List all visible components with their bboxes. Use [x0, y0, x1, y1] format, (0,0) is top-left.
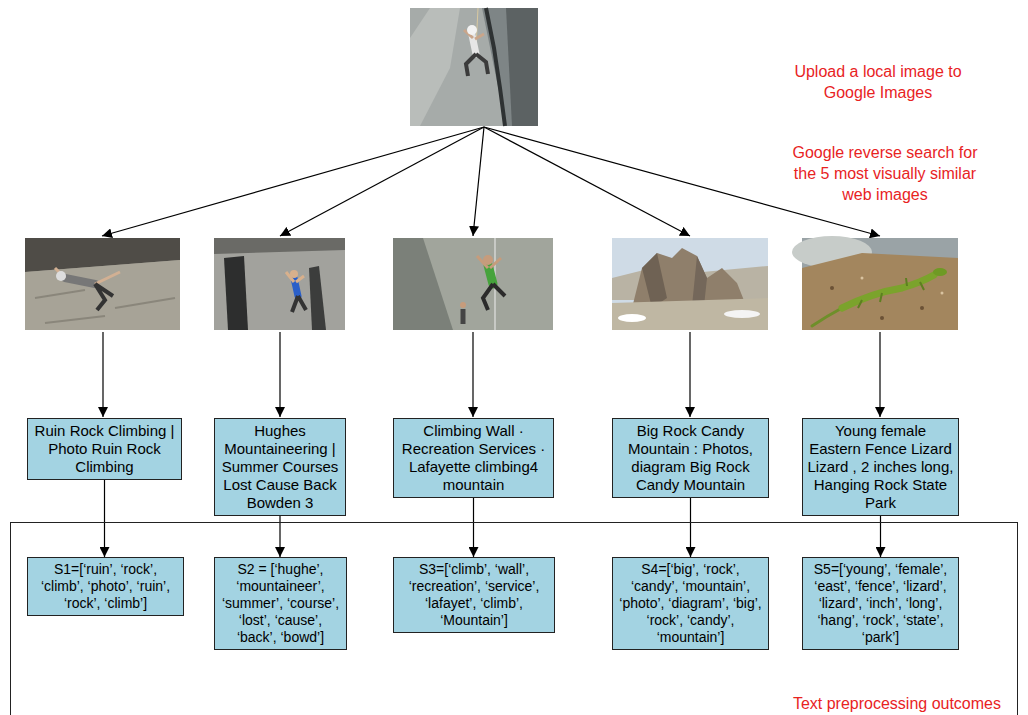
similar-photo-part [35, 290, 175, 323]
similar-photo-part [632, 248, 747, 308]
caption-box: Ruin Rock Climbing | Photo Ruin Rock Cli… [27, 418, 182, 480]
token-list-box: S4=[‘big’, ‘rock’, ‘candy’, ‘mountain’, … [612, 557, 769, 650]
node-text: Ruin Rock Climbing | Photo Ruin Rock Cli… [32, 422, 177, 476]
similar-photo-part [393, 238, 553, 330]
node-text: Hughes Mountaineering | Summer Courses L… [219, 422, 341, 512]
similar-photo-part [290, 270, 298, 278]
flow-arrow-part [879, 332, 880, 417]
similar-photo-part [95, 284, 113, 310]
flow-connector [104, 480, 105, 557]
flow-arrow-part [102, 127, 484, 236]
flow-arrow [102, 127, 880, 417]
similar-photo-part [309, 266, 326, 330]
similar-photo-part [55, 268, 120, 284]
flow-connector [473, 498, 474, 557]
query-photo-part [467, 25, 477, 35]
node-text: S2 = [‘hughe’, ‘mountaineer’, ‘summer’, … [219, 561, 342, 646]
similar-photo-part [612, 298, 768, 330]
node-text: Text preprocessing outcomes [11, 694, 1017, 713]
similar-photo [612, 238, 768, 330]
caption-box: Young female Eastern Fence Lizard Lizard… [802, 418, 959, 516]
flow-arrow-part [102, 332, 103, 417]
similar-photo [393, 238, 553, 330]
similar-photo-part [477, 256, 501, 268]
flow-arrow-part [280, 127, 484, 236]
similar-photo-part [214, 238, 345, 330]
flow-arrow-part [472, 332, 473, 417]
similar-photo-part [461, 309, 466, 324]
token-list-box: S1=[‘ruin’, ‘rock’, ‘climb’, ‘photo’, ‘r… [27, 557, 184, 616]
similar-photo-part [933, 268, 947, 276]
node-text: S4=[‘big’, ‘rock’, ‘candy’, ‘mountain’, … [617, 561, 764, 646]
similar-photo-part [214, 238, 345, 254]
similar-photo-part [842, 275, 934, 308]
similar-photo-part [642, 253, 667, 308]
similar-photo-part [920, 306, 924, 310]
query-photo [410, 8, 538, 126]
similar-photo [25, 238, 180, 330]
similar-photo-part [724, 310, 760, 318]
annotation: Google reverse search for the 5 most vis… [780, 143, 990, 205]
query-photo-part [410, 8, 460, 126]
similar-photo-part [692, 256, 707, 306]
similar-photo [792, 236, 958, 330]
token-list-box: S3=[‘climb’, ‘wall’, ‘recreation’, ‘serv… [393, 557, 555, 633]
flow-arrow-part [279, 332, 280, 417]
similar-photo-part [802, 253, 958, 330]
preprocessing-region: Text preprocessing outcomes S1=[‘ruin’, ‘… [10, 522, 1018, 715]
query-photo-part [506, 8, 538, 126]
similar-photo-part [423, 238, 553, 330]
flow-arrow-part [484, 127, 690, 236]
similar-photo-part [858, 278, 924, 308]
token-list-box: S2 = [‘hughe’, ‘mountaineer’, ‘summer’, … [214, 557, 347, 650]
query-photo-part [466, 54, 488, 76]
caption-box: Hughes Mountaineering | Summer Courses L… [214, 418, 346, 516]
node-text: Young female Eastern Fence Lizard Lizard… [807, 422, 954, 512]
query-photo-part [410, 8, 506, 126]
similar-photo-part [65, 278, 95, 284]
similar-photo-part [941, 292, 944, 295]
flow-connector [690, 498, 691, 557]
node-text: Climbing Wall · Recreation Services · La… [398, 422, 549, 494]
similar-photo-part [224, 256, 248, 330]
similar-photo-part [25, 238, 180, 330]
node-text: Big Rock Candy Mountain : Photos, diagra… [617, 422, 764, 494]
similar-photo-part [25, 260, 180, 330]
caption-box: Big Rock Candy Mountain : Photos, diagra… [612, 418, 769, 498]
similar-photo [214, 238, 345, 330]
query-photo-part [410, 8, 538, 126]
flow-arrow-part [473, 127, 484, 236]
similar-photo-part [460, 302, 466, 308]
node-text: S5=[‘young’, ‘female’, ‘east’, ‘fence’, … [807, 561, 954, 646]
node-text: S1=[‘ruin’, ‘rock’, ‘climb’, ‘photo’, ‘r… [32, 561, 179, 612]
similar-photo-part [830, 286, 834, 290]
annotation: Upload a local image to Google Images [776, 62, 980, 104]
node-text: S3=[‘climb’, ‘wall’, ‘recreation’, ‘serv… [398, 561, 550, 629]
similar-photo-part [292, 296, 306, 312]
annotation-text: Upload a local image to Google Images [776, 62, 980, 104]
similar-photo-part [56, 271, 66, 281]
token-list-box: S5=[‘young’, ‘female’, ‘east’, ‘fence’, … [802, 557, 959, 650]
similar-photo-part [612, 238, 768, 330]
similar-photo-part [618, 314, 646, 322]
caption-box: Climbing Wall · Recreation Services · La… [393, 418, 554, 498]
similar-photo-part [861, 277, 864, 280]
flow-arrow-part [689, 332, 690, 417]
similar-photo-part [483, 284, 505, 310]
similar-photo-part [880, 316, 884, 320]
similar-photo-part [483, 255, 493, 265]
annotation-text: Google reverse search for the 5 most vis… [780, 143, 990, 205]
similar-photo-part [812, 308, 842, 326]
